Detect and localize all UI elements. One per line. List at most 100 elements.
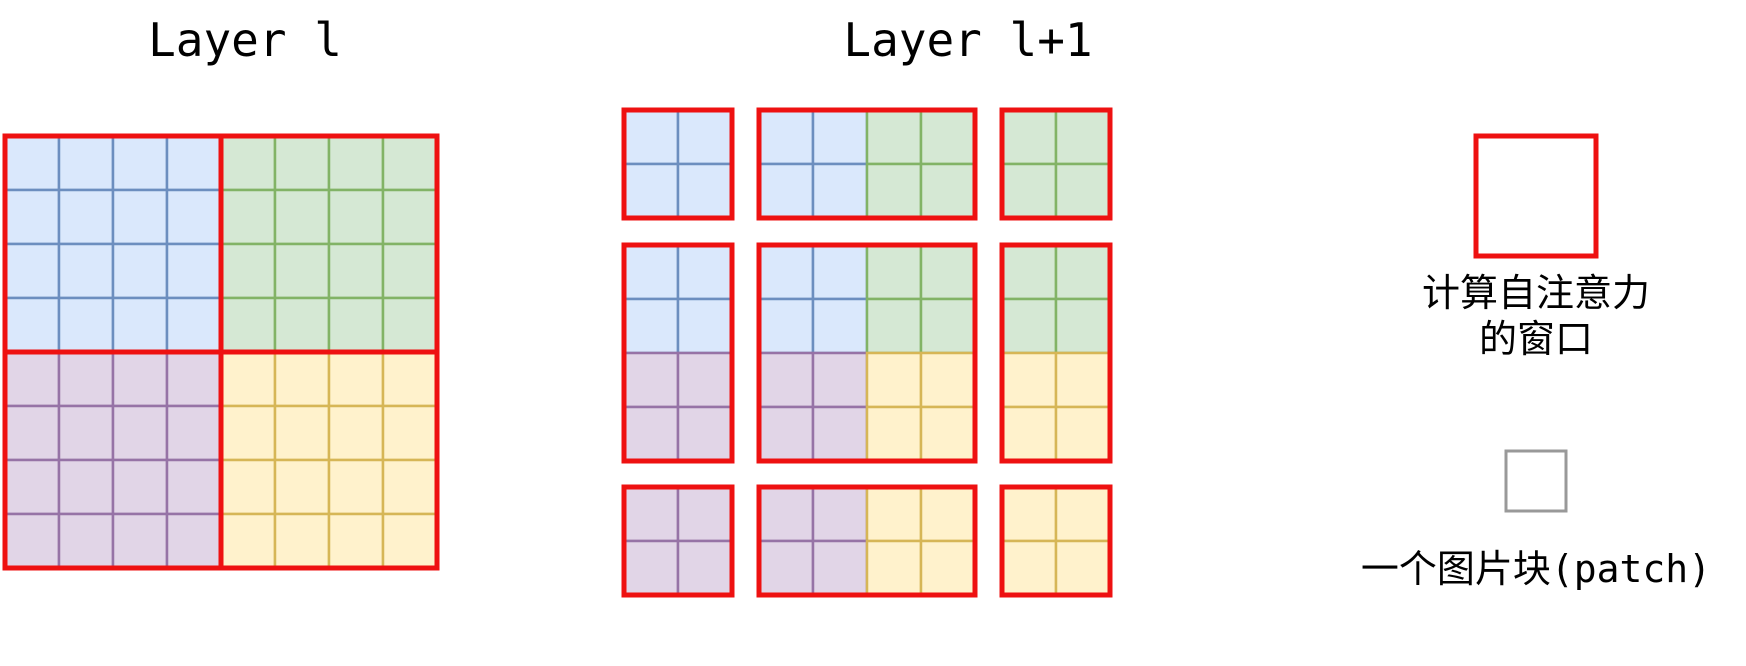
patch-cell bbox=[165, 134, 223, 192]
patch-cell bbox=[757, 351, 815, 409]
patch-cell bbox=[622, 485, 680, 543]
patch-cell bbox=[3, 512, 61, 570]
patch-cell bbox=[111, 512, 169, 570]
patch-cell bbox=[1054, 405, 1112, 463]
patch-cell bbox=[381, 512, 439, 570]
patch-cell bbox=[219, 242, 277, 300]
patch-cell bbox=[219, 188, 277, 246]
patch-cell bbox=[219, 512, 277, 570]
patch-cell bbox=[1000, 243, 1058, 301]
patch-cell bbox=[1000, 108, 1058, 166]
patch-cell bbox=[57, 188, 115, 246]
patch-cell bbox=[327, 134, 385, 192]
patch-cell bbox=[811, 162, 869, 220]
patch-cell bbox=[1054, 108, 1112, 166]
patch-cell bbox=[165, 188, 223, 246]
patch-cell bbox=[3, 296, 61, 354]
patch-cell bbox=[865, 539, 923, 597]
legend-patch-label-en: (patch) bbox=[1551, 547, 1711, 591]
patch-cell bbox=[327, 404, 385, 462]
patch-cell bbox=[219, 134, 277, 192]
patch-cell bbox=[381, 350, 439, 408]
patch-cell bbox=[865, 108, 923, 166]
patch-cell bbox=[381, 296, 439, 354]
patch-cell bbox=[811, 405, 869, 463]
patch-cell bbox=[676, 405, 734, 463]
patch-cell bbox=[622, 297, 680, 355]
shifted-window-frame bbox=[999, 484, 1113, 598]
patch-cell bbox=[165, 512, 223, 570]
patch-cell bbox=[676, 297, 734, 355]
patch-cell bbox=[1000, 539, 1058, 597]
patch-cell bbox=[811, 485, 869, 543]
patch-cell bbox=[811, 297, 869, 355]
patch-cell bbox=[676, 351, 734, 409]
patch-cell bbox=[111, 188, 169, 246]
patch-cell bbox=[919, 539, 977, 597]
patch-cell bbox=[381, 404, 439, 462]
legend-window-label-line1: 计算自注意力 bbox=[1422, 271, 1650, 315]
legend-patch-box bbox=[1504, 449, 1568, 513]
patch-cell bbox=[273, 242, 331, 300]
patch-cell bbox=[381, 188, 439, 246]
patch-cell bbox=[622, 108, 680, 166]
shifted-window-frame bbox=[621, 242, 735, 464]
patch-cell bbox=[865, 485, 923, 543]
patch-cell bbox=[111, 350, 169, 408]
shifted-window-frame bbox=[999, 107, 1113, 221]
patch-cell bbox=[219, 296, 277, 354]
shifted-window-frame bbox=[999, 242, 1113, 464]
shifted-window-frame bbox=[621, 484, 735, 598]
patch-cell bbox=[1000, 162, 1058, 220]
patch-cell bbox=[622, 162, 680, 220]
patch-cell bbox=[327, 296, 385, 354]
patch-cell bbox=[757, 405, 815, 463]
patch-cell bbox=[676, 485, 734, 543]
legend: 计算自注意力 的窗口 一个图片块(patch) bbox=[1361, 133, 1711, 591]
patch-cell bbox=[757, 539, 815, 597]
patch-cell bbox=[3, 188, 61, 246]
patch-cell bbox=[273, 188, 331, 246]
patch-cell bbox=[219, 350, 277, 408]
patch-cell bbox=[57, 242, 115, 300]
patch-cell bbox=[811, 108, 869, 166]
shifted-window-frame bbox=[756, 107, 978, 221]
shifted-window-frame bbox=[621, 107, 735, 221]
patch-cell bbox=[1054, 243, 1112, 301]
patch-cell bbox=[1000, 485, 1058, 543]
shifted-window-frame bbox=[756, 484, 978, 598]
patch-cell bbox=[1000, 351, 1058, 409]
patch-cell bbox=[111, 296, 169, 354]
patch-cell bbox=[219, 458, 277, 516]
patch-cell bbox=[1054, 485, 1112, 543]
patch-cell bbox=[3, 134, 61, 192]
patch-cell bbox=[165, 350, 223, 408]
patch-cell bbox=[57, 134, 115, 192]
patch-cell bbox=[622, 243, 680, 301]
patch-cell bbox=[57, 350, 115, 408]
patch-cell bbox=[622, 405, 680, 463]
patch-cell bbox=[919, 485, 977, 543]
patch-cell bbox=[865, 243, 923, 301]
patch-cell bbox=[381, 458, 439, 516]
patch-cell bbox=[273, 134, 331, 192]
layer-l-title: Layer l bbox=[148, 13, 342, 67]
patch-cell bbox=[57, 458, 115, 516]
patch-cell bbox=[3, 242, 61, 300]
patch-cell bbox=[381, 134, 439, 192]
patch-cell bbox=[865, 297, 923, 355]
patch-cell bbox=[676, 108, 734, 166]
patch-cell bbox=[811, 539, 869, 597]
patch-cell bbox=[757, 162, 815, 220]
patch-cell bbox=[3, 458, 61, 516]
patch-cell bbox=[327, 188, 385, 246]
patch-cell bbox=[1000, 297, 1058, 355]
patch-cell bbox=[273, 512, 331, 570]
patch-cell bbox=[622, 539, 680, 597]
patch-cell bbox=[111, 242, 169, 300]
patch-cell bbox=[57, 404, 115, 462]
patch-cell bbox=[676, 162, 734, 220]
patch-cell bbox=[919, 351, 977, 409]
patch-cell bbox=[1054, 162, 1112, 220]
patch-cell bbox=[111, 404, 169, 462]
